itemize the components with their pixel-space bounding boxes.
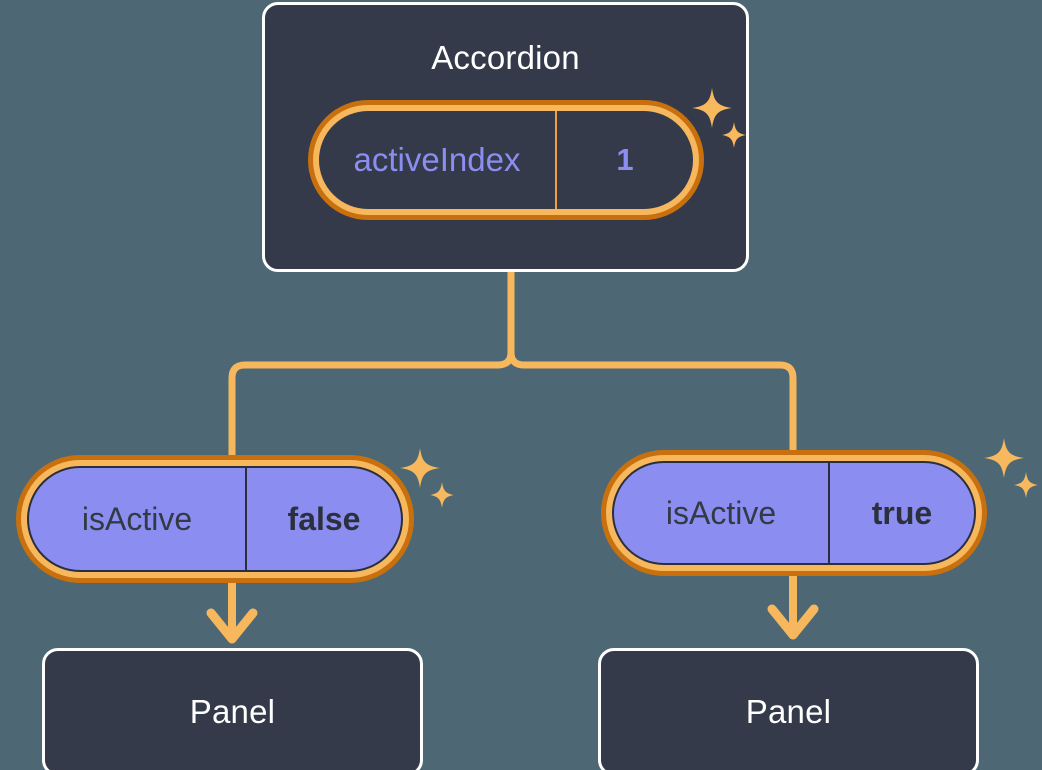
state-key-label: activeIndex — [353, 141, 521, 178]
sparkle-four-point-small-icon — [1014, 472, 1038, 498]
connector-branch-tree — [507, 268, 797, 454]
pill-body: activeIndex 1 — [319, 111, 693, 209]
state-pill-is-active-true[interactable]: isActive true — [601, 450, 987, 576]
pill-ring-inner: activeIndex 1 — [313, 105, 699, 215]
sparkle-decoration-right — [984, 438, 1038, 498]
state-key-label: isActive — [81, 500, 193, 537]
panel-node-right[interactable]: Panel — [598, 648, 979, 770]
state-pill-is-active-false[interactable]: isActive false — [16, 455, 414, 583]
pill-body: isActive true — [612, 461, 976, 565]
accordion-title: Accordion — [431, 39, 580, 76]
pill-ring-inner: isActive true — [606, 455, 982, 571]
arrow-down-icon-right — [767, 576, 819, 640]
panel-node-left[interactable]: Panel — [42, 648, 423, 770]
sparkle-four-point-large-icon — [984, 438, 1024, 478]
panel-title: Panel — [189, 693, 276, 730]
arrow-down-icon-left — [206, 583, 258, 644]
state-value-label: false — [245, 468, 401, 570]
connector-branch-left — [228, 348, 515, 459]
panel-title: Panel — [745, 693, 832, 730]
state-pill-active-index[interactable]: activeIndex 1 — [308, 100, 704, 220]
state-value-label: 1 — [555, 111, 693, 209]
sparkle-four-point-small-icon — [430, 482, 454, 508]
sparkle-four-point-large-icon — [400, 448, 440, 488]
state-value-label: true — [828, 463, 974, 563]
state-key-label: isActive — [665, 494, 777, 531]
pill-body: isActive false — [27, 466, 403, 572]
pill-ring-inner: isActive false — [21, 460, 409, 578]
